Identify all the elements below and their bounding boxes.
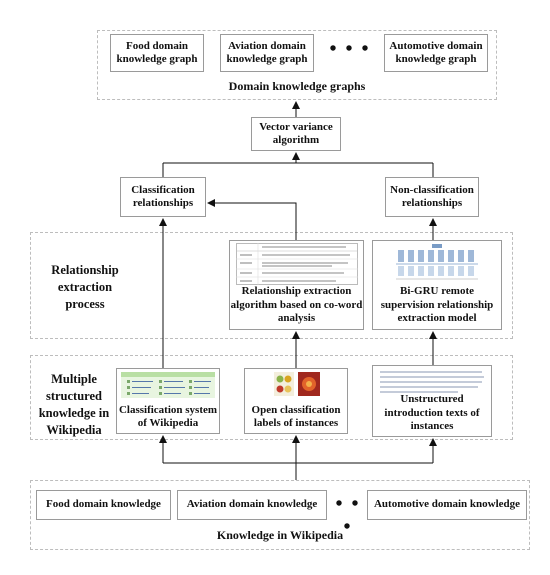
wikipedia-category-thumbnail <box>121 372 215 398</box>
open-labels-label: Open classification labels of instances <box>251 403 341 429</box>
non-classification-relationships-box: Non-classification relationships <box>385 177 479 217</box>
classification-relationships-box: Classification relationships <box>120 177 206 217</box>
aviation-knowledge-box: Aviation domain knowledge <box>177 490 327 520</box>
open-labels-thumbnail <box>274 372 320 396</box>
automotive-knowledge-box: Automotive domain knowledge <box>367 490 527 520</box>
domain-graphs-ellipsis: • • • <box>329 38 371 60</box>
wikipedia-knowledge-group <box>30 480 530 550</box>
aviation-knowledge-label: Aviation domain knowledge <box>186 498 318 511</box>
classification-system-label: Classification system of Wikipedia <box>118 403 218 429</box>
classification-relationships-label: Classification relationships <box>131 183 195 209</box>
arrow-coword-to-classification <box>207 199 297 240</box>
text-snippet-thumbnail <box>380 371 484 393</box>
food-graph-label: Food domain knowledge graph <box>116 39 198 65</box>
food-knowledge-label: Food domain knowledge <box>46 498 161 511</box>
wikipedia-knowledge-ellipsis: • • • <box>335 493 361 538</box>
bigru-box: Bi-GRU remote supervision relationship e… <box>372 240 502 330</box>
vector-variance-label: Vector variance algorithm <box>259 120 333 146</box>
wikipedia-knowledge-title: Knowledge in Wikipedia <box>216 528 344 542</box>
structured-knowledge-label: Multiple structured knowledge in Wikiped… <box>38 372 110 437</box>
relationship-extraction-label: Relationship extraction process <box>51 263 119 311</box>
food-graph-box: Food domain knowledge graph <box>110 34 204 72</box>
food-knowledge-box: Food domain knowledge <box>36 490 171 520</box>
domain-graphs-title: Domain knowledge graphs <box>228 79 366 93</box>
bi-gru-network-thumbnail <box>396 244 478 280</box>
automotive-graph-label: Automotive domain knowledge graph <box>389 39 483 65</box>
algorithm-table-thumbnail <box>236 243 358 285</box>
domain-graphs-group <box>97 30 497 100</box>
automotive-knowledge-label: Automotive domain knowledge <box>373 498 521 511</box>
aviation-graph-label: Aviation domain knowledge graph <box>226 39 308 65</box>
relationship-extraction-group <box>30 232 513 339</box>
bigru-label: Bi-GRU remote supervision relationship e… <box>380 285 494 324</box>
structured-knowledge-group <box>30 355 513 440</box>
aviation-graph-box: Aviation domain knowledge graph <box>220 34 314 72</box>
non-classification-relationships-label: Non-classification relationships <box>390 183 474 209</box>
automotive-graph-box: Automotive domain knowledge graph <box>384 34 488 72</box>
coword-label: Relationship extraction algorithm based … <box>230 285 363 324</box>
vector-variance-box: Vector variance algorithm <box>251 117 341 151</box>
open-labels-box: Open classification labels of instances <box>244 368 348 434</box>
unstructured-label: Unstructured introduction texts of insta… <box>384 393 480 432</box>
